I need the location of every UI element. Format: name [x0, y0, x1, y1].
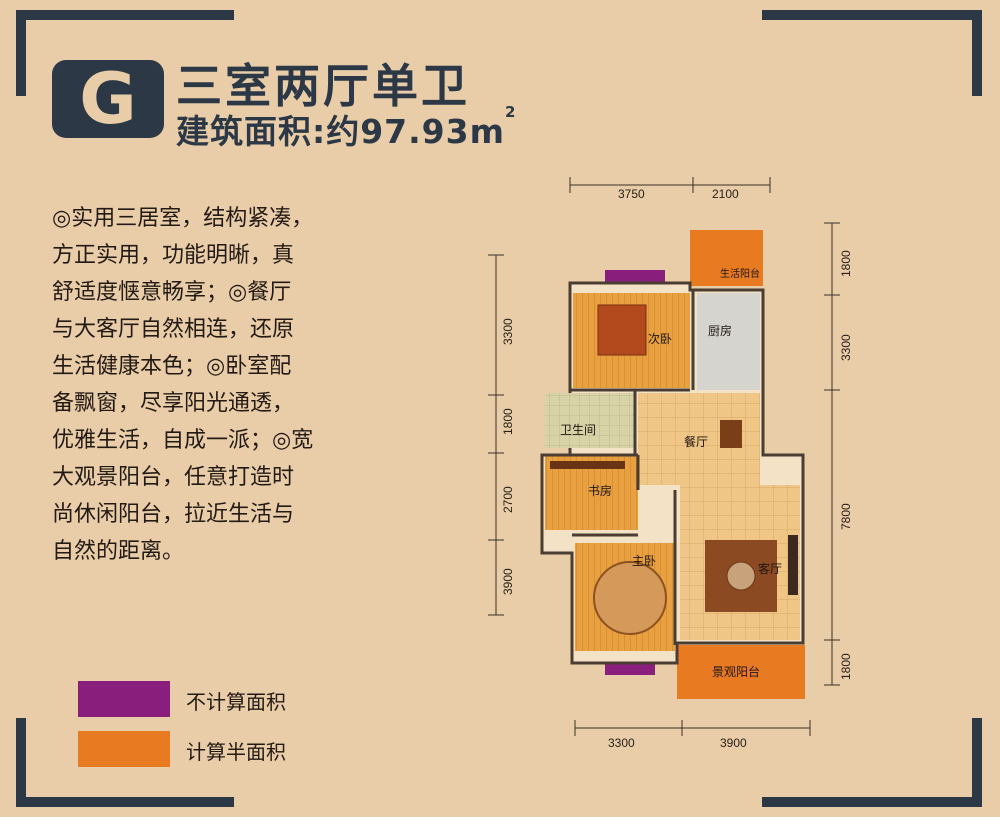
legend-swatch-purple	[78, 681, 170, 717]
room-label-study: 书房	[588, 483, 612, 498]
description-line: 自然的距离。	[52, 539, 185, 564]
corner-bracket-br-v	[972, 718, 982, 807]
room-label-kitchen: 厨房	[708, 323, 732, 338]
description-line: 方正实用，功能明晰，真	[52, 243, 295, 268]
dim-right-1: 1800	[839, 250, 853, 277]
building-area-text: 建筑面积:约97.93m	[176, 112, 505, 151]
corner-bracket-bl-h	[16, 797, 234, 807]
bathroom-floor	[545, 393, 635, 448]
legend-swatch-orange	[78, 731, 170, 767]
description-line: 生活健康本色；◎卧室配	[52, 354, 292, 379]
description-line: 备飘窗，尽享阳光通透，	[52, 391, 295, 416]
description-line: 优雅生活，自成一派；◎宽	[52, 428, 314, 453]
room-label-master-bedroom: 主卧	[632, 554, 656, 568]
tv-cabinet	[788, 535, 798, 595]
room-label-dining: 餐厅	[684, 434, 708, 449]
description-line: ◎实用三居室，结构紧凑，	[52, 206, 314, 231]
dining-table	[720, 420, 742, 448]
dim-right-2: 3300	[839, 334, 853, 361]
legend-label-half-counted: 计算半面积	[186, 740, 286, 764]
dim-right-3: 7800	[839, 503, 853, 530]
interior-walls	[542, 290, 695, 645]
room-label-second-bedroom: 次卧	[648, 332, 672, 346]
floor-plan: 3750 2100 3300 3900 3300 1800 2700 3900 …	[488, 177, 853, 750]
room-label-view-balcony: 景观阳台	[712, 664, 760, 679]
service-balcony-area	[690, 230, 763, 286]
unit-type-letter: G	[79, 58, 137, 140]
area-unit-superscript: 2	[504, 103, 517, 121]
corner-bracket-tl-v	[16, 10, 26, 96]
dim-top-2: 2100	[712, 187, 739, 201]
dim-left-4: 3900	[501, 568, 515, 595]
dim-top-1: 3750	[618, 187, 645, 201]
dim-right-4: 1800	[839, 653, 853, 680]
corner-bracket-tr-h	[762, 10, 982, 20]
unit-title: 三室两厅单卫	[176, 59, 470, 113]
corner-bracket-tr-v	[972, 10, 982, 96]
kitchen-floor	[697, 293, 760, 390]
description-line: 大观景阳台，任意打造时	[52, 465, 295, 490]
dim-left-2: 1800	[501, 408, 515, 435]
room-label-bathroom: 卫生间	[560, 423, 596, 437]
corner-bracket-bl-v	[16, 718, 26, 807]
corner-bracket-br-h	[762, 797, 982, 807]
description-line: 尚休闲阳台，拉近生活与	[52, 502, 295, 527]
room-label-living: 客厅	[758, 561, 782, 576]
master-bedroom-rug	[593, 561, 667, 635]
description-line: 舒适度惬意畅享；◎餐厅	[52, 280, 292, 305]
dim-bottom-2: 3900	[720, 736, 747, 750]
legend-label-not-counted: 不计算面积	[186, 690, 286, 714]
dim-left-3: 2700	[501, 486, 515, 513]
unit-type-badge: G	[52, 60, 164, 138]
building-area: 建筑面积:约97.93m2	[176, 103, 517, 153]
dimension-lines	[488, 177, 840, 736]
description-text: ◎实用三居室，结构紧凑， 方正实用，功能明晰，真 舒适度惬意畅享；◎餐厅 与大客…	[52, 200, 337, 570]
study-desk	[550, 461, 625, 469]
second-bedroom-rug	[597, 304, 647, 356]
corner-bracket-tl-h	[16, 10, 234, 20]
room-label-service-balcony: 生活阳台	[720, 267, 760, 280]
description-line: 与大客厅自然相连，还原	[52, 317, 295, 342]
dim-bottom-1: 3300	[608, 736, 635, 750]
dim-left-1: 3300	[501, 318, 515, 345]
view-balcony-area	[677, 645, 805, 699]
living-coffee-table	[726, 561, 756, 591]
